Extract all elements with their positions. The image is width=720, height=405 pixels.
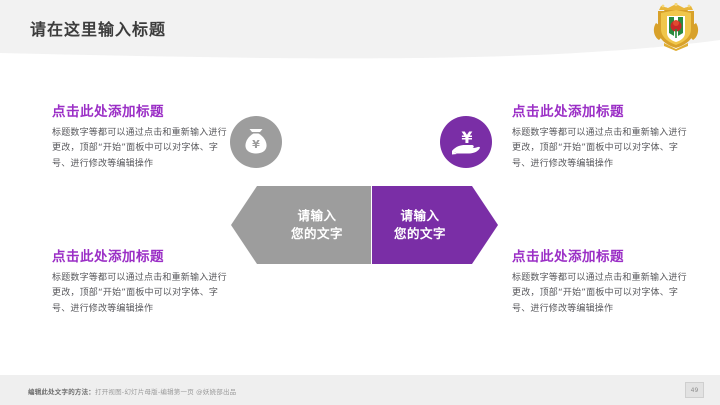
- block-body[interactable]: 标题数字等都可以通过点击和重新输入进行更改，顶部“开始”面板中可以对字体、字号、…: [512, 273, 687, 314]
- chevron-step-2[interactable]: 请输入 您的文字: [372, 186, 498, 264]
- block-body[interactable]: 标题数字等都可以通过点击和重新输入进行更改，顶部“开始”面板中可以对字体、字号、…: [52, 128, 227, 169]
- block-body[interactable]: 标题数字等都可以通过点击和重新输入进行更改，顶部“开始”面板中可以对字体、字号、…: [512, 128, 687, 169]
- svg-text:¥: ¥: [461, 128, 472, 147]
- heraldic-crest-emblem-icon: [650, 2, 702, 51]
- page-title: 请在这里输入标题: [30, 20, 167, 39]
- footer-note: 编辑此处文字的方法：打开视图-幻灯片母版-编辑第一页 @妖娆部出品: [28, 386, 236, 396]
- block-heading[interactable]: 点击此处添加标题: [512, 249, 624, 265]
- block-heading[interactable]: 点击此处添加标题: [52, 249, 164, 265]
- block-heading[interactable]: 点击此处添加标题: [512, 104, 624, 120]
- content-block-bottom-right: 点击此处添加标题 标题数字等都可以通过点击和重新输入进行更改，顶部“开始”面板中…: [512, 245, 692, 317]
- block-body[interactable]: 标题数字等都可以通过点击和重新输入进行更改，顶部“开始”面板中可以对字体、字号、…: [52, 273, 227, 314]
- content-block-top-right: 点击此处添加标题 标题数字等都可以通过点击和重新输入进行更改，顶部“开始”面板中…: [512, 100, 692, 172]
- footer-band: [0, 375, 720, 405]
- content-block-bottom-left: 点击此处添加标题 标题数字等都可以通过点击和重新输入进行更改，顶部“开始”面板中…: [52, 245, 232, 317]
- money-bag-yen-icon[interactable]: ¥: [230, 116, 282, 168]
- footer-note-label: 编辑此处文字的方法：: [28, 388, 95, 396]
- svg-text:¥: ¥: [252, 138, 260, 151]
- chevron-step-1[interactable]: 请输入 您的文字: [231, 186, 371, 264]
- content-block-top-left: 点击此处添加标题 标题数字等都可以通过点击和重新输入进行更改，顶部“开始”面板中…: [52, 100, 232, 172]
- block-heading[interactable]: 点击此处添加标题: [52, 104, 164, 120]
- footer-note-text: 打开视图-幻灯片母版-编辑第一页 @妖娆部出品: [95, 388, 237, 396]
- hand-holding-yen-coin-icon[interactable]: ¥: [440, 116, 492, 168]
- page-number-badge: 49: [685, 382, 704, 398]
